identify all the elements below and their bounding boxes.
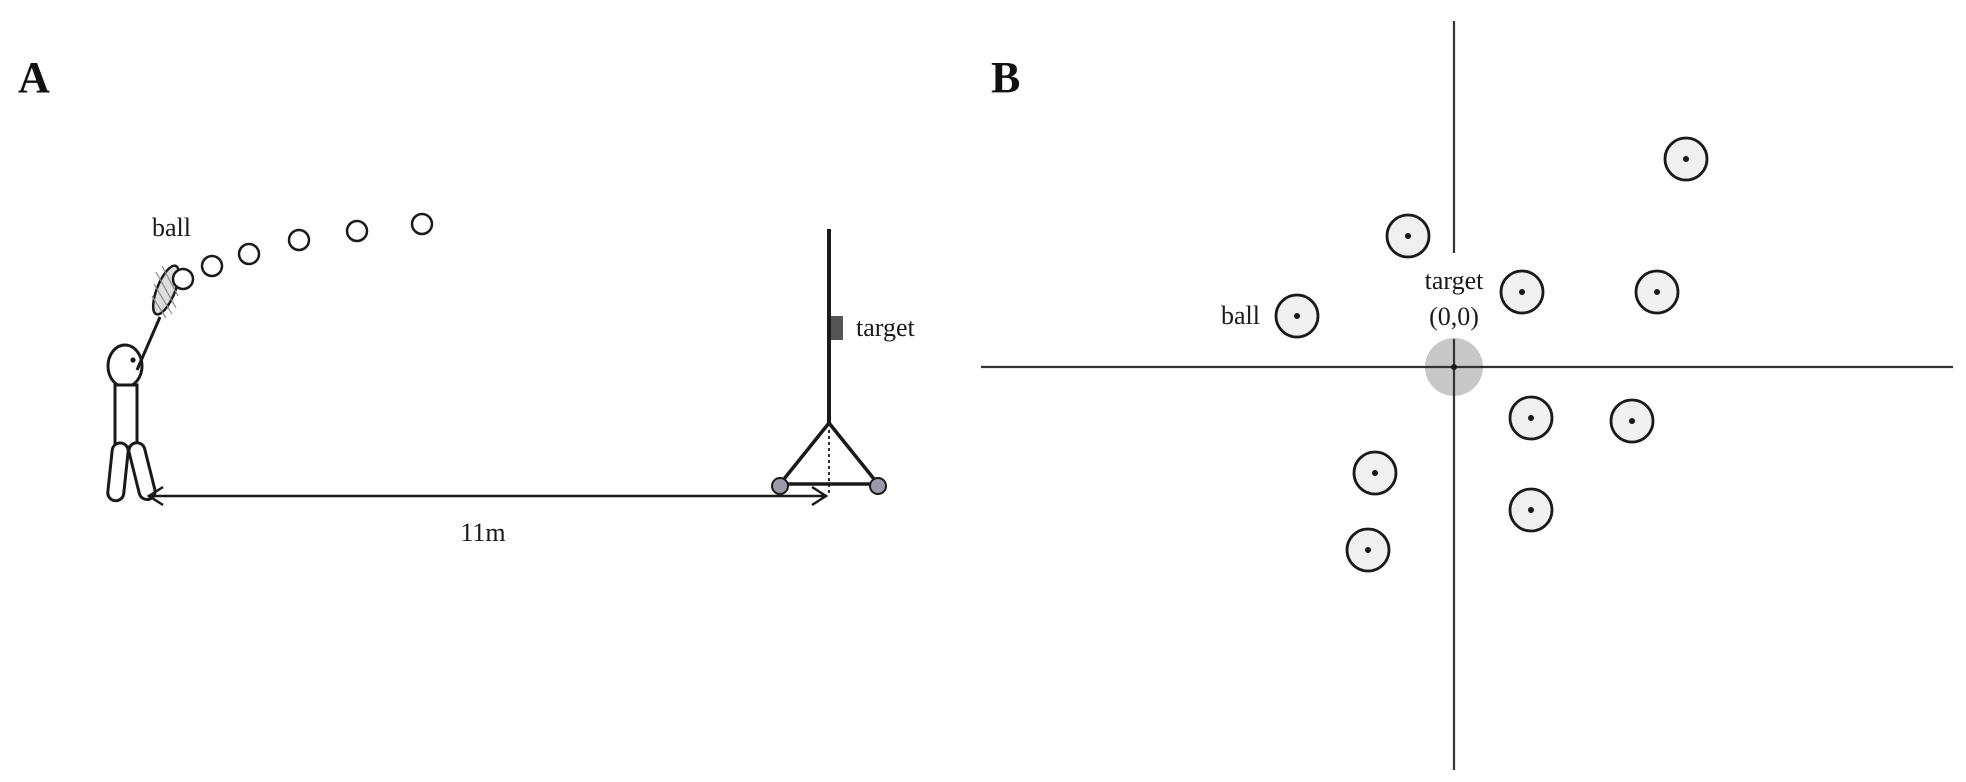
racket-strings (151, 265, 179, 319)
player-leg-right (127, 441, 157, 502)
player-figure (106, 264, 181, 503)
panel-b: B target (0,0) ball (981, 21, 1953, 770)
ball-impact (1508, 487, 1554, 533)
player-head (106, 343, 144, 389)
ball-impact (1345, 527, 1391, 573)
stand-wheel-left (771, 477, 789, 495)
panel-a: A ball (18, 53, 915, 547)
ball-label-b: ball (1221, 301, 1260, 330)
trajectory-ball (171, 267, 195, 291)
origin-dot (1451, 364, 1457, 370)
target-marker (831, 316, 843, 340)
ball-impact (1352, 450, 1398, 496)
distance-label: 11m (460, 518, 505, 547)
player-eye (130, 357, 136, 363)
panel-b-label: B (991, 53, 1020, 102)
trajectory-ball (345, 219, 369, 243)
target-stand (771, 229, 887, 495)
panel-a-label: A (18, 53, 50, 102)
stand-leg-right (827, 421, 880, 486)
ball-impact (1499, 269, 1545, 315)
trajectory-ball (410, 212, 434, 236)
ball-trajectory (171, 212, 434, 291)
target-label-a: target (856, 313, 915, 342)
ball-impact (1274, 293, 1320, 339)
stand-wheel-right (869, 477, 887, 495)
distance-arrow (146, 485, 829, 507)
ball-impact (1634, 269, 1680, 315)
ball-impact (1508, 395, 1554, 441)
trajectory-ball (200, 254, 224, 278)
ball-label-a: ball (152, 213, 191, 242)
trajectory-ball (287, 228, 311, 252)
ball-impact (1663, 136, 1709, 182)
player-leg-left (106, 441, 130, 503)
player-torso (113, 383, 139, 449)
trajectory-ball (237, 242, 261, 266)
stand-leg-left (778, 421, 831, 486)
target-label-b: target (1425, 266, 1484, 295)
ball-impact (1609, 398, 1655, 444)
origin-label: (0,0) (1429, 302, 1479, 331)
ball-impact (1385, 213, 1431, 259)
ball-impacts (1274, 136, 1709, 573)
racket-handle (135, 316, 162, 371)
